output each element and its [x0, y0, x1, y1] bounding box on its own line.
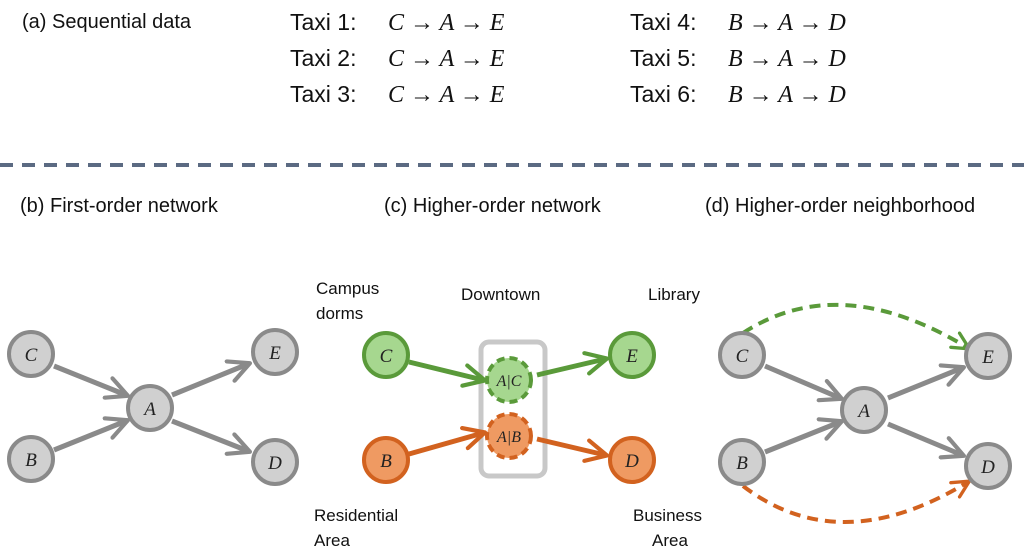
node-a-label: A: [142, 399, 156, 420]
place-label-dorms: dorms: [316, 304, 363, 323]
sequence-taxi-label: Taxi 5:: [630, 45, 696, 71]
sequence-taxi-label: Taxi 4:: [630, 9, 696, 35]
sequence-list: Taxi 1: C → A → E Taxi 2: C → A → E Taxi…: [290, 9, 846, 108]
node-c-label: C: [25, 345, 38, 366]
node-d-label: D: [624, 451, 639, 472]
node-a-given-b-label: A|B: [496, 429, 521, 446]
panel-b-title: (b) First-order network: [20, 195, 219, 217]
node-d-orange: [608, 436, 656, 484]
higher-order-neighborhood: C B A E D: [718, 302, 1012, 524]
node-a-given-b: [485, 412, 533, 460]
node-b-label: B: [380, 451, 392, 472]
node-d: [251, 438, 299, 486]
edge-c-a: [53, 363, 131, 400]
place-label-campus: Campus: [316, 279, 379, 298]
sequence-route: B → A → D: [728, 46, 846, 72]
node-d: [964, 442, 1012, 490]
place-label-downtown: Downtown: [461, 285, 540, 304]
node-b-label: B: [736, 453, 748, 474]
node-e: [964, 332, 1012, 380]
node-a-label: A: [856, 401, 870, 422]
edge-ac-e: [536, 351, 610, 378]
edge-a-e: [887, 363, 967, 401]
edge-b-ab: [408, 426, 488, 457]
edge-a-d: [887, 421, 967, 460]
panel-a-title: (a) Sequential data: [22, 11, 192, 33]
edge-ab-d: [536, 436, 610, 463]
sequence-route: B → A → D: [728, 10, 846, 36]
place-label-business: Business: [633, 506, 702, 525]
first-order-network: C B A E D: [7, 328, 299, 486]
node-a: [840, 386, 888, 434]
sequence-route: B → A → D: [728, 82, 846, 108]
node-c: [718, 331, 766, 379]
node-e-label: E: [268, 343, 281, 364]
edge-c-ac: [408, 359, 488, 388]
place-label-area: Area: [652, 531, 688, 550]
edge-c-a: [764, 363, 844, 403]
panel-d-title: (d) Higher-order neighborhood: [705, 195, 975, 217]
edge-b-d-dashed: [741, 479, 972, 524]
node-e: [251, 328, 299, 376]
edge-b-a: [764, 417, 845, 455]
node-b: [718, 438, 766, 486]
sequence-route: C → A → E: [388, 82, 505, 108]
node-a-given-c: [485, 356, 533, 404]
node-a-given-c-label: A|C: [496, 373, 522, 390]
node-a: [126, 384, 174, 432]
sequence-taxi-label: Taxi 2:: [290, 45, 356, 71]
node-b-orange: [362, 436, 410, 484]
node-c: [7, 330, 55, 378]
higher-order-network: Campus dorms Downtown Library Residentia…: [314, 279, 702, 550]
node-b-label: B: [25, 450, 37, 471]
edge-c-e-dashed: [741, 302, 972, 351]
edge-b-a: [53, 416, 131, 453]
sequence-taxi-label: Taxi 1:: [290, 9, 356, 35]
node-c-label: C: [736, 346, 749, 367]
node-e-label: E: [625, 346, 638, 367]
node-d-label: D: [980, 457, 995, 478]
sequence-taxi-label: Taxi 3:: [290, 81, 356, 107]
panel-c-title: (c) Higher-order network: [384, 195, 602, 217]
place-label-area: Area: [314, 531, 350, 550]
edge-a-d: [171, 418, 253, 456]
node-e-label: E: [981, 347, 994, 368]
sequence-taxi-label: Taxi 6:: [630, 81, 696, 107]
node-e-green: [608, 331, 656, 379]
sequence-route: C → A → E: [388, 46, 505, 72]
sequence-route: C → A → E: [388, 10, 505, 36]
place-label-library: Library: [648, 285, 700, 304]
node-c-label: C: [380, 346, 393, 367]
location-a-group-box: [478, 339, 548, 479]
edge-a-e: [171, 359, 253, 398]
node-b: [7, 435, 55, 483]
place-label-residential: Residential: [314, 506, 398, 525]
node-d-label: D: [267, 453, 282, 474]
node-c-green: [362, 331, 410, 379]
